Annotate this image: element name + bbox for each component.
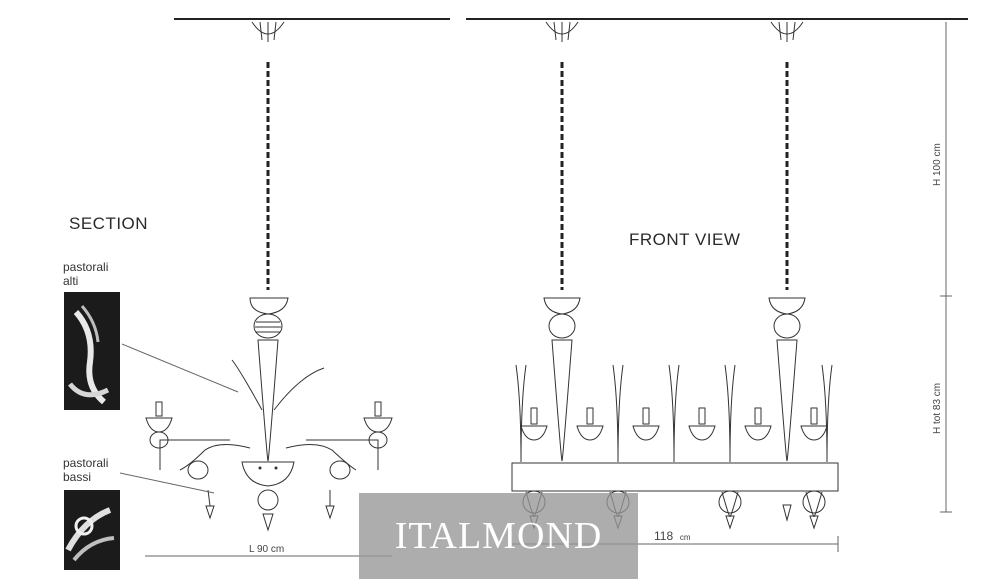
- label-width-front-value: 118: [654, 529, 674, 543]
- callout-pastorali-bassi: pastorali bassi: [63, 456, 108, 484]
- photo-pastorali-bassi: [64, 490, 120, 570]
- dimension-height: [940, 22, 952, 513]
- label-width-front: 118 cm: [654, 529, 691, 543]
- callout-alti-line2: alti: [63, 274, 79, 288]
- section-title: SECTION: [69, 214, 149, 233]
- callout-line-bassi: [119, 472, 215, 494]
- label-width-front-unit: cm: [679, 533, 691, 542]
- front-chandelier: [511, 21, 839, 530]
- front-base-bar: [511, 462, 839, 492]
- label-height-body: H tot 83 cm: [932, 382, 943, 434]
- label-height-chain: H 100 cm: [932, 143, 943, 186]
- callout-pastorali-alti: pastorali alti: [63, 260, 108, 288]
- callout-bassi-line2: bassi: [63, 470, 92, 484]
- callout-line-alti: [121, 343, 239, 393]
- watermark: ITALMOND: [359, 493, 638, 579]
- photo-pastorali-alti: [64, 292, 120, 410]
- label-width-section: L 90 cm: [249, 544, 285, 555]
- callout-bassi-line1: pastorali: [63, 456, 109, 470]
- section-chandelier: [145, 21, 393, 532]
- callout-alti-line1: pastorali: [63, 260, 109, 274]
- front-view-title: FRONT VIEW: [629, 230, 741, 249]
